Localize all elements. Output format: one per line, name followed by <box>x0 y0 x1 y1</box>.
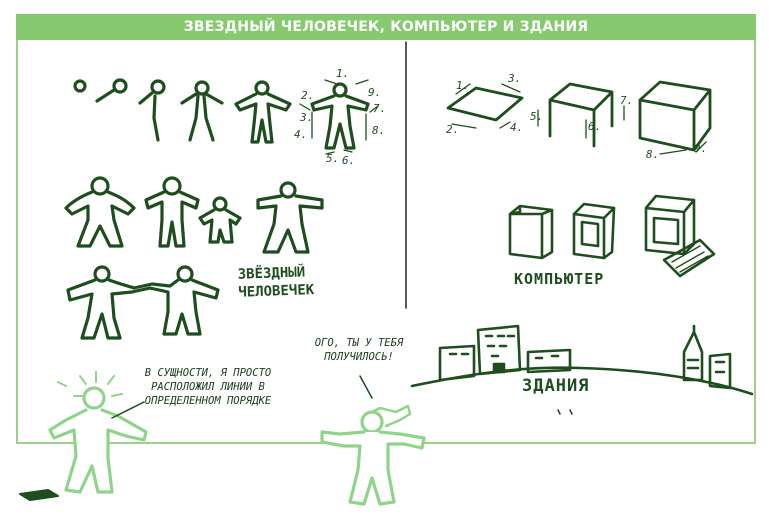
box-arrows <box>451 83 707 155</box>
computer-sketch-2 <box>572 202 616 260</box>
star-person-step-2 <box>95 78 128 103</box>
star-person-wide <box>256 181 324 254</box>
page-title: ЗВЕЗДНЫЙ ЧЕЛОВЕЧЕК, КОМПЬЮТЕР И ЗДАНИЯ <box>16 14 756 40</box>
computer-label: КОМПЬЮТЕР <box>514 270 605 288</box>
svg-text:6.: 6. <box>588 120 601 133</box>
svg-text:3.: 3. <box>507 72 521 85</box>
star-person-large <box>64 176 136 248</box>
star-person-small <box>198 196 242 244</box>
svg-text:2.: 2. <box>446 123 459 136</box>
buildings-sketch <box>410 324 754 415</box>
svg-text:2.: 2. <box>301 89 314 102</box>
svg-text:5.: 5. <box>326 152 339 165</box>
box-step-numbers: 1. 2. 3. 4. 5. 6. 7. 8. 9. <box>446 72 707 161</box>
star-person-step-4 <box>180 80 224 142</box>
svg-text:5.: 5. <box>530 110 543 123</box>
svg-text:7.: 7. <box>620 94 633 107</box>
speech-right: ОГО, ТЫ У ТЕБЯ ПОЛУЧИЛОСЬ! <box>314 337 404 363</box>
speech-left: В СУЩНОСТИ, Я ПРОСТО РАСПОЛОЖИЛ ЛИНИИ В … <box>144 367 272 407</box>
star-person-tall <box>144 176 200 248</box>
box-sketch-1 <box>446 86 524 122</box>
svg-text:9.: 9. <box>694 142 707 155</box>
svg-text:4.: 4. <box>294 128 307 141</box>
svg-text:3.: 3. <box>299 111 313 124</box>
svg-text:6.: 6. <box>342 154 355 167</box>
svg-text:8.: 8. <box>372 124 385 137</box>
star-person-step-1 <box>73 79 87 93</box>
svg-text:8.: 8. <box>646 148 659 161</box>
buildings-label: ЗДАНИЯ <box>522 376 590 396</box>
box-sketch-3 <box>638 80 712 152</box>
svg-text:7.: 7. <box>373 102 386 115</box>
presenter-figure-right <box>320 375 426 506</box>
presenter-figure-left <box>19 371 148 501</box>
computer-sketch-3 <box>644 194 716 278</box>
box-sketch-2 <box>548 82 614 148</box>
star-person-label: ЗВЁЗДНЫЙ ЧЕЛОВЕЧЕК <box>237 264 315 301</box>
svg-text:9.: 9. <box>368 86 381 99</box>
star-person-step-numbers: 1. 2. 3. 4. 5. 6. 7. 8. 9. <box>294 67 386 167</box>
star-person-step-6 <box>310 82 370 150</box>
svg-text:1.: 1. <box>336 67 349 80</box>
computer-sketch-1 <box>508 204 554 260</box>
star-person-step-5 <box>234 80 292 144</box>
svg-text:4.: 4. <box>510 121 523 134</box>
star-person-step-3 <box>138 79 166 142</box>
star-person-arrows <box>299 79 379 155</box>
star-person-pair <box>66 265 220 340</box>
svg-text:1.: 1. <box>456 79 469 92</box>
